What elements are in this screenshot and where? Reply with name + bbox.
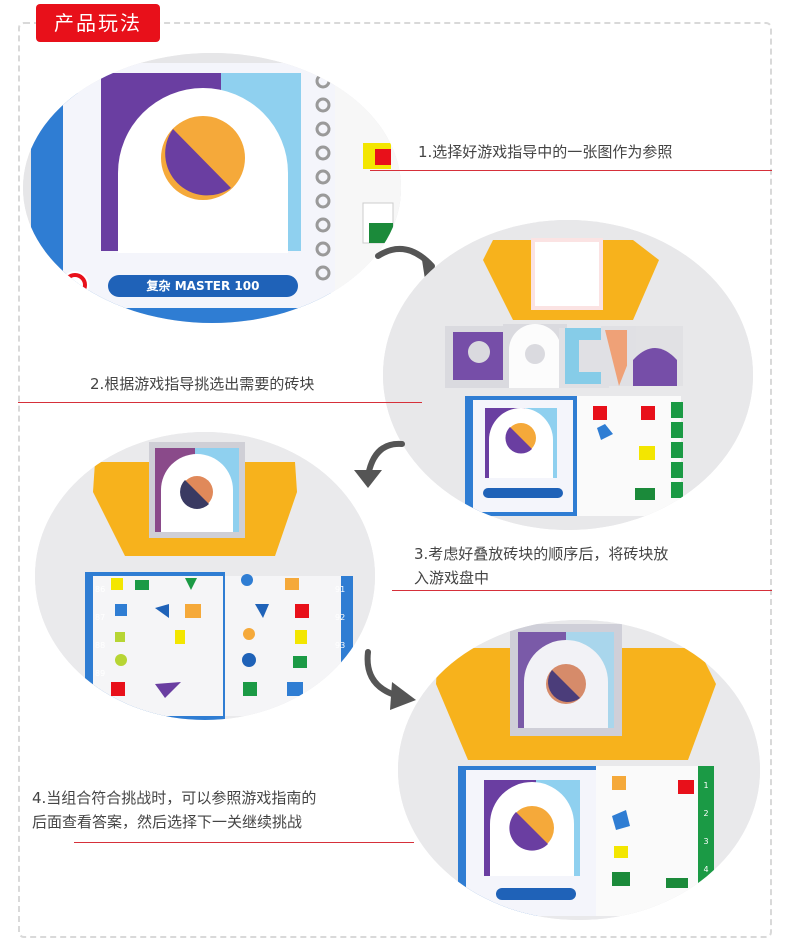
page-tab: 2: [703, 809, 709, 818]
step-2-underline: [18, 402, 422, 403]
finished-illustration: [398, 620, 760, 920]
curved-arrow-icon: [364, 649, 416, 710]
page-tab: 4: [703, 865, 709, 874]
step-4-caption: 4.当组合符合挑战时，可以参照游戏指南的 后面查看答案，然后选择下一关继续挑战: [32, 789, 317, 831]
step-4-underline: [74, 842, 414, 843]
photo-finished-puzzle: 1 2 3 4 5: [398, 620, 760, 920]
page-tab: 1: [703, 781, 709, 790]
tiles-illustration: [383, 220, 753, 530]
photo-tray-and-tiles: [383, 220, 753, 530]
page-tab: 5: [703, 893, 709, 902]
tray-illustration: [35, 432, 375, 720]
dashed-frame: [18, 22, 772, 938]
right-page-tabs: 91 92 93 94 95: [335, 576, 355, 716]
page-tab: 91: [335, 585, 346, 594]
page-tab: 88: [95, 641, 106, 650]
page-tab: 92: [335, 613, 346, 622]
page-tab: 87: [95, 613, 106, 622]
photo-guide-book-closeup: 复杂 MASTER 100: [23, 53, 401, 323]
section-title: 产品玩法: [36, 4, 160, 42]
page-tab: 89: [95, 669, 106, 678]
step-3-caption: 3.考虑好叠放砖块的顺序后，将砖块放 入游戏盘中: [414, 545, 669, 587]
book-cover-label: 复杂 MASTER 100: [146, 279, 260, 293]
page-tab: 95: [335, 697, 346, 706]
photo-tiles-in-tray: 86 87 88 89 90 91 92 93 94 95: [35, 432, 375, 720]
step-1-underline: [370, 170, 772, 171]
page-tab: 93: [335, 641, 346, 650]
step-2-caption: 2.根据游戏指导挑选出需要的砖块: [90, 375, 315, 393]
curved-arrow-icon: [354, 440, 405, 488]
small-page-tabs: 1 2 3 4 5: [698, 772, 714, 912]
left-page-tabs: 86 87 88 89 90: [95, 576, 115, 716]
page-tab: 90: [95, 697, 106, 706]
page-tab: 86: [95, 585, 106, 594]
step-3-underline: [392, 590, 772, 591]
step-1-caption: 1.选择好游戏指导中的一张图作为参照: [418, 143, 673, 161]
page-tab: 3: [703, 837, 709, 846]
page-tab: 94: [335, 669, 346, 678]
